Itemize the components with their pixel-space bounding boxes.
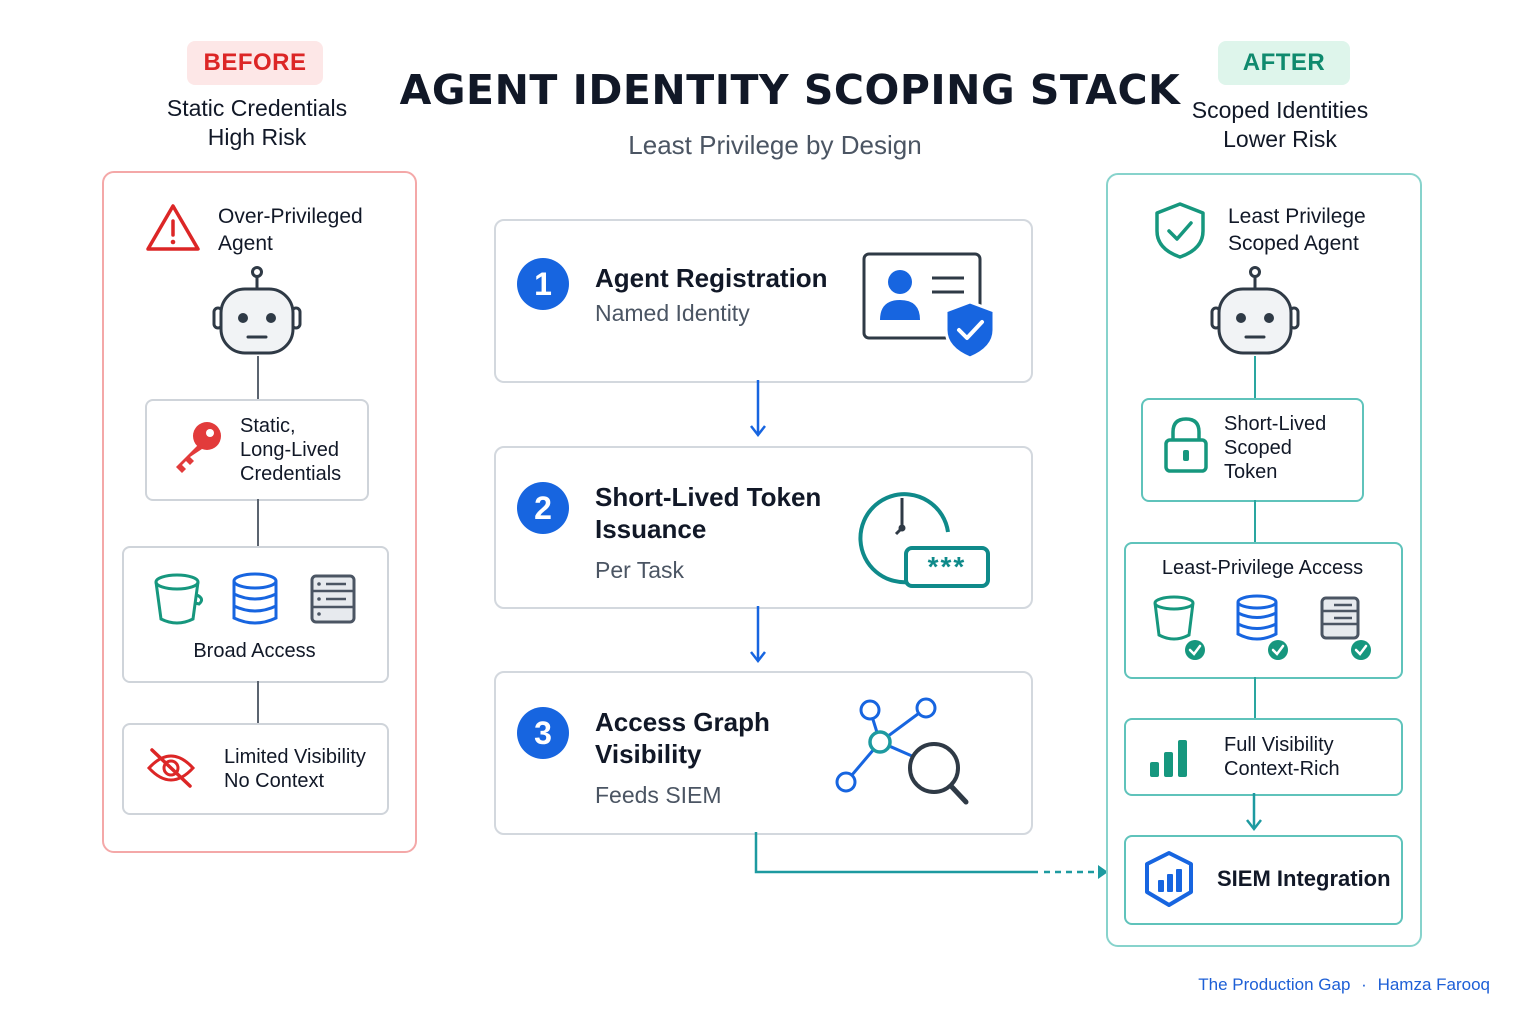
after-vis-line1: Full Visibility [1224,734,1334,756]
before-connector-1 [257,356,259,400]
after-heading-line2: Lower Risk [1223,126,1337,152]
footer-author: Hamza Farooq [1377,975,1490,994]
shield-check-icon [1155,202,1205,259]
after-arrow-siem [1246,793,1262,832]
before-visibility-box [122,723,389,815]
cred-line2: Long-Lived [240,439,339,461]
clock-token-icon [858,492,990,588]
before-badge: BEFORE [187,41,323,85]
before-heading-line2: High Risk [207,124,307,150]
step-3-subtitle: Feeds SIEM [595,782,722,808]
page-title: AGENT IDENTITY SCOPING STACK [399,66,1181,114]
vis-line1: Limited Visibility [224,746,366,768]
server-icon [1320,596,1371,660]
before-connector-3 [257,681,259,724]
step-3-text: Access Graph Visibility Feeds SIEM [595,706,770,809]
after-panel [1106,173,1422,947]
after-connector-2 [1254,500,1256,543]
step-arrow-1 [750,380,766,438]
footer-separator: · [1361,975,1367,994]
token-line1: Short-Lived [1224,413,1327,435]
server-icon [310,574,356,624]
warning-icon [146,204,200,251]
after-agent-line1: Least Privilege [1228,205,1366,228]
before-connector-2 [257,499,259,547]
after-connector-1 [1254,356,1256,400]
after-access-label: Least-Privilege Access [1161,557,1364,579]
footer-publication: The Production Gap [1198,975,1351,994]
footer-credit: The Production Gap · Hamza Farooq [1198,975,1490,995]
before-heading-line1: Static Credentials [166,95,348,121]
step-1-number: 1 [517,258,569,310]
before-heading: Static Credentials High Risk [132,94,382,152]
step-2-text: Short-Lived Token Issuance Per Task [595,481,821,584]
graph-search-icon [835,697,969,805]
before-agent-label: Over-Privileged Agent [218,203,363,257]
token-line3: Token [1224,461,1278,483]
after-heading: Scoped Identities Lower Risk [1155,96,1405,154]
after-agent-label: Least Privilege Scoped Agent [1228,203,1366,257]
step-1-title: Agent Registration [595,263,828,293]
after-heading-line1: Scoped Identities [1191,97,1369,123]
after-visibility-label: Full Visibility Context-Rich [1224,733,1340,781]
bar-chart-icon [1150,740,1187,777]
siem-shield-icon [1145,851,1193,907]
after-agent-line2: Scoped Agent [1228,232,1359,255]
page-subtitle: Least Privilege by Design [628,130,922,160]
after-token-label: Short-Lived Scoped Token [1224,412,1326,484]
before-panel [102,171,417,853]
cred-line3: Credentials [240,463,342,485]
before-access-label: Broad Access [193,640,316,662]
robot-icon [212,266,302,355]
lock-icon [1164,417,1208,473]
step-2-title-line1: Short-Lived Token [595,482,822,512]
id-card-icon [862,252,996,360]
before-access-box [122,546,389,683]
step-1-subtitle: Named Identity [595,300,750,326]
robot-icon [1210,266,1300,355]
siem-integration-box [1124,835,1403,925]
step-3-title-line1: Access Graph [595,707,770,737]
eye-off-icon [146,748,196,788]
token-line2: Scoped [1224,437,1292,459]
before-agent-line2: Agent [218,232,273,255]
database-icon [1236,594,1288,660]
bucket-icon [154,573,204,625]
after-badge: AFTER [1218,41,1350,85]
siem-connector-arrow [754,832,1108,879]
before-credentials-box [145,399,369,501]
before-visibility-label: Limited Visibility No Context [224,745,366,793]
key-icon [176,422,221,473]
bucket-icon [1153,595,1205,660]
vis-line2: No Context [224,770,325,792]
step-1-text: Agent Registration Named Identity [595,262,828,327]
after-connector-3 [1254,677,1256,719]
step-arrow-2 [750,606,766,664]
before-agent-line1: Over-Privileged [218,205,363,228]
after-vis-line2: Context-Rich [1224,758,1340,780]
cred-line1: Static, [240,415,296,437]
before-credentials-label: Static, Long-Lived Credentials [240,414,341,486]
step-2-title-line2: Issuance [595,514,707,544]
step-2-subtitle: Per Task [595,557,685,583]
step-3-number: 3 [517,707,569,759]
step-2-number: 2 [517,482,569,534]
database-icon [232,572,278,625]
step-3-title-line2: Visibility [595,739,702,769]
siem-integration-label: SIEM Integration [1217,866,1391,891]
token-mask: *** [927,551,967,582]
